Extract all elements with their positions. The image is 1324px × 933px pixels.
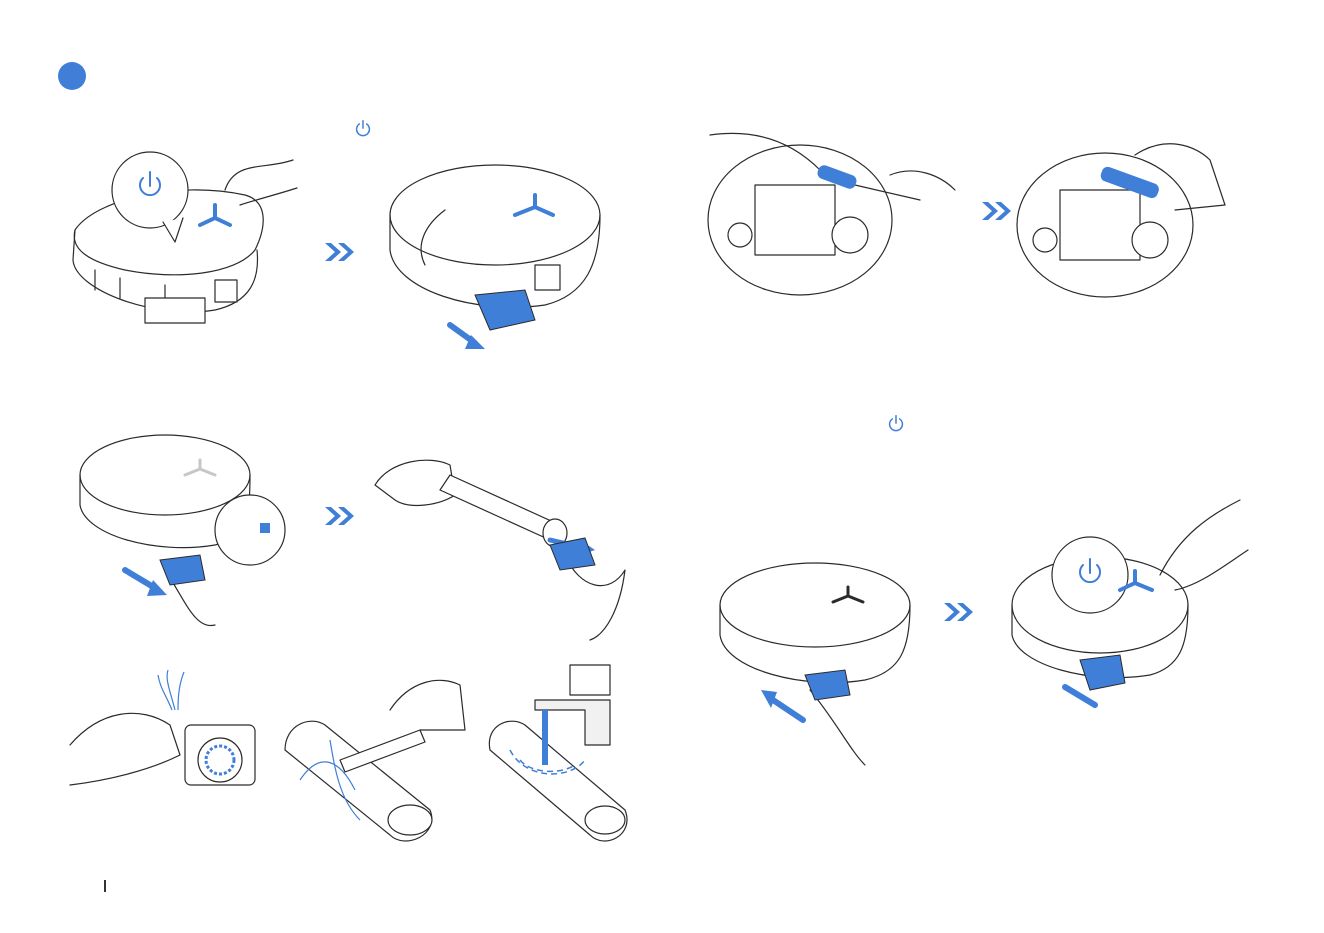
figure-tap-out-filter bbox=[370, 450, 630, 645]
double-chevron-right-icon bbox=[323, 505, 357, 527]
figure-wipe-main-brush bbox=[1015, 135, 1235, 305]
figure-clean-main-brush bbox=[705, 130, 960, 305]
power-icon bbox=[352, 118, 374, 140]
figure-press-power-button-again bbox=[1010, 495, 1250, 710]
figure-press-power-button bbox=[65, 150, 305, 340]
power-icon bbox=[885, 413, 907, 435]
step-marker-dot bbox=[58, 62, 86, 90]
figure-remove-filter-from-dustbin bbox=[75, 430, 290, 630]
figure-rinse-dustbin bbox=[480, 665, 635, 855]
figure-clean-dustbin-interior bbox=[280, 670, 470, 850]
page-number-divider bbox=[104, 880, 106, 892]
figure-remove-dustbin bbox=[385, 155, 615, 355]
figure-reinsert-dustbin bbox=[715, 560, 915, 770]
figure-brush-filter bbox=[70, 670, 265, 800]
double-chevron-right-icon bbox=[323, 241, 357, 263]
double-chevron-right-icon bbox=[942, 601, 976, 623]
double-chevron-right-icon bbox=[980, 200, 1014, 222]
